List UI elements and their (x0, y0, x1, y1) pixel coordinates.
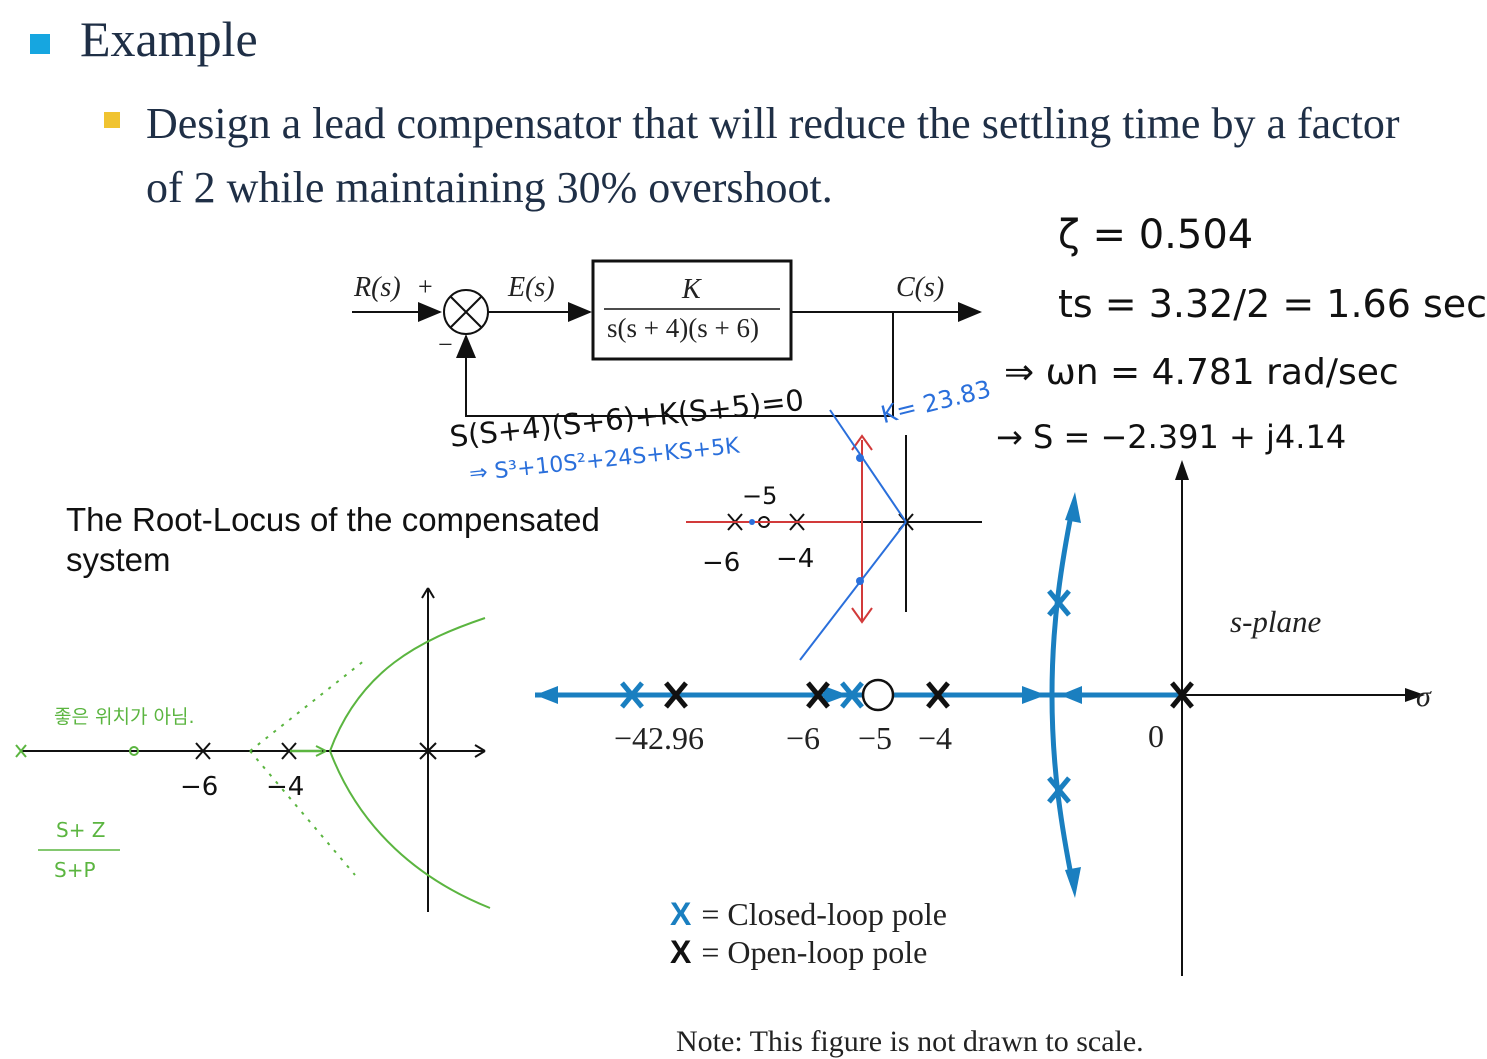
green-label-minus6: −6 (180, 772, 219, 802)
locus-arrow-breakaway-left (1022, 686, 1046, 704)
sketch-label-minus4: −4 (776, 544, 815, 574)
tick-label: 0 (1148, 718, 1164, 754)
minus-sign: − (438, 330, 453, 359)
zeta-note: ζ = 0.504 (1058, 212, 1254, 258)
settling-time-note: ts = 3.32/2 = 1.66 sec (1058, 282, 1487, 326)
open-loop-pole-icon: X (670, 934, 692, 970)
compensator-zero (861, 678, 895, 712)
locus-arrow-left (535, 686, 558, 704)
legend-open-text: = Open-loop pole (701, 934, 928, 970)
s-plane-label: s-plane (1230, 604, 1321, 640)
lower-branch (1049, 694, 1076, 886)
natural-frequency-note: ⇒ ωn = 4.781 rad/sec (1004, 352, 1399, 393)
plant-block (591, 259, 793, 361)
fraction-numerator: S+ Z (56, 818, 106, 842)
fraction-denominator: S+P (54, 858, 96, 882)
sub-bullet-square (104, 112, 120, 128)
output-label: C(s) (896, 272, 945, 303)
tf-denominator: s(s + 4)(s + 6) (607, 313, 759, 343)
legend-closed-loop: X= Closed-loop pole (670, 896, 947, 933)
input-label: R(s) (354, 272, 401, 303)
legend-closed-text: = Closed-loop pole (701, 896, 947, 932)
open-loop-pole-marker (664, 681, 1194, 709)
locus-arrow-breakaway-right (1060, 686, 1082, 704)
bullet-square (30, 34, 50, 54)
figure-canvas (15, 259, 1425, 976)
green-root-locus-sketch (15, 587, 491, 912)
tick-label: −6 (786, 720, 821, 756)
green-label-minus4: −4 (266, 772, 305, 802)
tick-label: −4 (918, 720, 953, 756)
tick-label: −42.96 (614, 720, 705, 756)
locus-arrow-to-zero (824, 686, 848, 704)
tf-numerator: K (682, 274, 701, 305)
error-label: E(s) (508, 272, 555, 303)
s-plane-root-locus (535, 460, 1425, 976)
hand-sketch-root-locus (686, 409, 982, 661)
korean-note: 좋은 위치가 아님. (54, 706, 195, 728)
sketch-label-minus5: −5 (742, 482, 778, 510)
sigma-label: σ (1416, 680, 1431, 713)
sketch-label-minus6: −6 (702, 548, 741, 578)
upper-branch (1049, 504, 1076, 696)
scale-note: Note: This figure is not drawn to scale. (676, 1025, 1144, 1058)
closed-loop-pole-icon: X (670, 896, 692, 932)
problem-statement: Design a lead compensator that will redu… (146, 99, 1400, 212)
legend-open-loop: X= Open-loop pole (670, 934, 927, 971)
closed-loop-pole-marker (620, 589, 1071, 804)
desired-pole-note: → S = −2.391 + j4.14 (996, 418, 1347, 456)
plus-sign: + (418, 272, 433, 301)
block-diagram (352, 259, 982, 417)
s-plane-label-text: s-plane (1230, 604, 1322, 639)
root-locus-title: The Root-Locus of the compensated system (66, 501, 600, 578)
slide-title: Example (80, 11, 258, 67)
tick-label: −5 (858, 720, 893, 756)
